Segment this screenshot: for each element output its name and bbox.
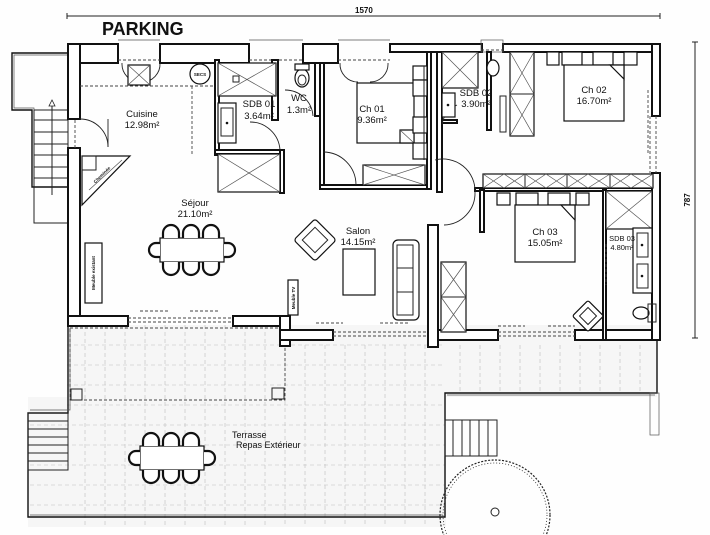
armchair-icon <box>572 300 604 332</box>
tv-cabinet <box>287 279 299 316</box>
entry-stairs <box>11 52 69 224</box>
height-dimension-label: 787 <box>683 193 692 207</box>
room-area-sejour: 21.10m² <box>178 209 213 220</box>
sofa-icon <box>392 239 420 321</box>
room-area-ch03: 15.05m² <box>528 238 563 249</box>
width-dimension: 1570 <box>66 6 661 19</box>
existing-cabinet-label: Meuble existant <box>91 256 96 290</box>
sdb01-fixtures <box>217 62 281 193</box>
ch03-furniture <box>496 192 604 332</box>
secs-label: SECS <box>194 72 206 77</box>
terrace-stairs-right <box>444 419 498 457</box>
height-dimension: 787 <box>683 41 698 339</box>
tree-icon <box>439 459 551 535</box>
salon-furniture: Meuble TV <box>287 219 467 333</box>
sdb03-fixtures <box>605 190 657 323</box>
terrace-label: Terrasse <box>232 430 267 440</box>
room-name-wc: WC <box>291 93 307 104</box>
dining-table-icon <box>147 223 237 277</box>
terrace-tiles <box>28 325 657 527</box>
wc-fixture <box>294 63 310 88</box>
tv-cabinet-label: Meuble TV <box>291 287 296 310</box>
terrace-outline <box>27 325 660 518</box>
fireplace: Cheminée <box>81 155 132 207</box>
ch02-furniture <box>546 51 649 155</box>
room-name-sdb01: SDB 01 <box>243 99 276 110</box>
room-area-sdb03: 4.80m² <box>610 243 634 252</box>
room-area-ch02: 16.70m² <box>577 96 612 107</box>
coffee-table <box>342 248 376 296</box>
room-name-ch02: Ch 02 <box>581 85 606 96</box>
parking-label: PARKING <box>102 19 184 39</box>
terrace-sublabel: Repas Extérieur <box>236 440 301 450</box>
room-name-sdb02: SDB 02 <box>460 88 493 99</box>
armchair-icon <box>294 219 336 261</box>
room-name-salon: Salon <box>346 226 370 237</box>
room-name-sejour: Séjour <box>181 198 208 209</box>
room-area-wc: 1.3m² <box>287 105 311 116</box>
kitchen-fixtures: SECS <box>127 63 211 86</box>
room-area-salon: 14.15m² <box>341 237 376 248</box>
room-name-sdb03: SDB 03 <box>609 234 635 243</box>
room-area-ch01: 9.36m² <box>357 115 387 126</box>
room-area-cuisine: 12.98m² <box>125 120 160 131</box>
existing-cabinet: Meuble existant <box>84 242 103 304</box>
room-name-cuisine: Cuisine <box>126 109 158 120</box>
width-dimension-label: 1570 <box>355 6 373 15</box>
ch01-furniture <box>356 65 428 186</box>
room-area-sdb02: 3.90m² <box>461 99 491 110</box>
room-labels: Cuisine 12.98m² SDB 01 3.64m² WC 1.3m² C… <box>125 85 635 252</box>
room-area-sdb01: 3.64m² <box>244 111 274 122</box>
stair-arrow-icon <box>48 99 56 107</box>
exterior-walls <box>67 39 661 348</box>
room-name-ch01: Ch 01 <box>359 104 384 115</box>
secs-icon <box>189 63 211 85</box>
ch03-wardrobe <box>482 173 654 189</box>
terrace-stairs-left <box>27 412 69 471</box>
sliding-door-marks <box>140 310 575 327</box>
sdb02-fixtures <box>441 51 535 137</box>
room-name-ch03: Ch 03 <box>532 227 557 238</box>
terrace-table-icon <box>127 431 217 485</box>
